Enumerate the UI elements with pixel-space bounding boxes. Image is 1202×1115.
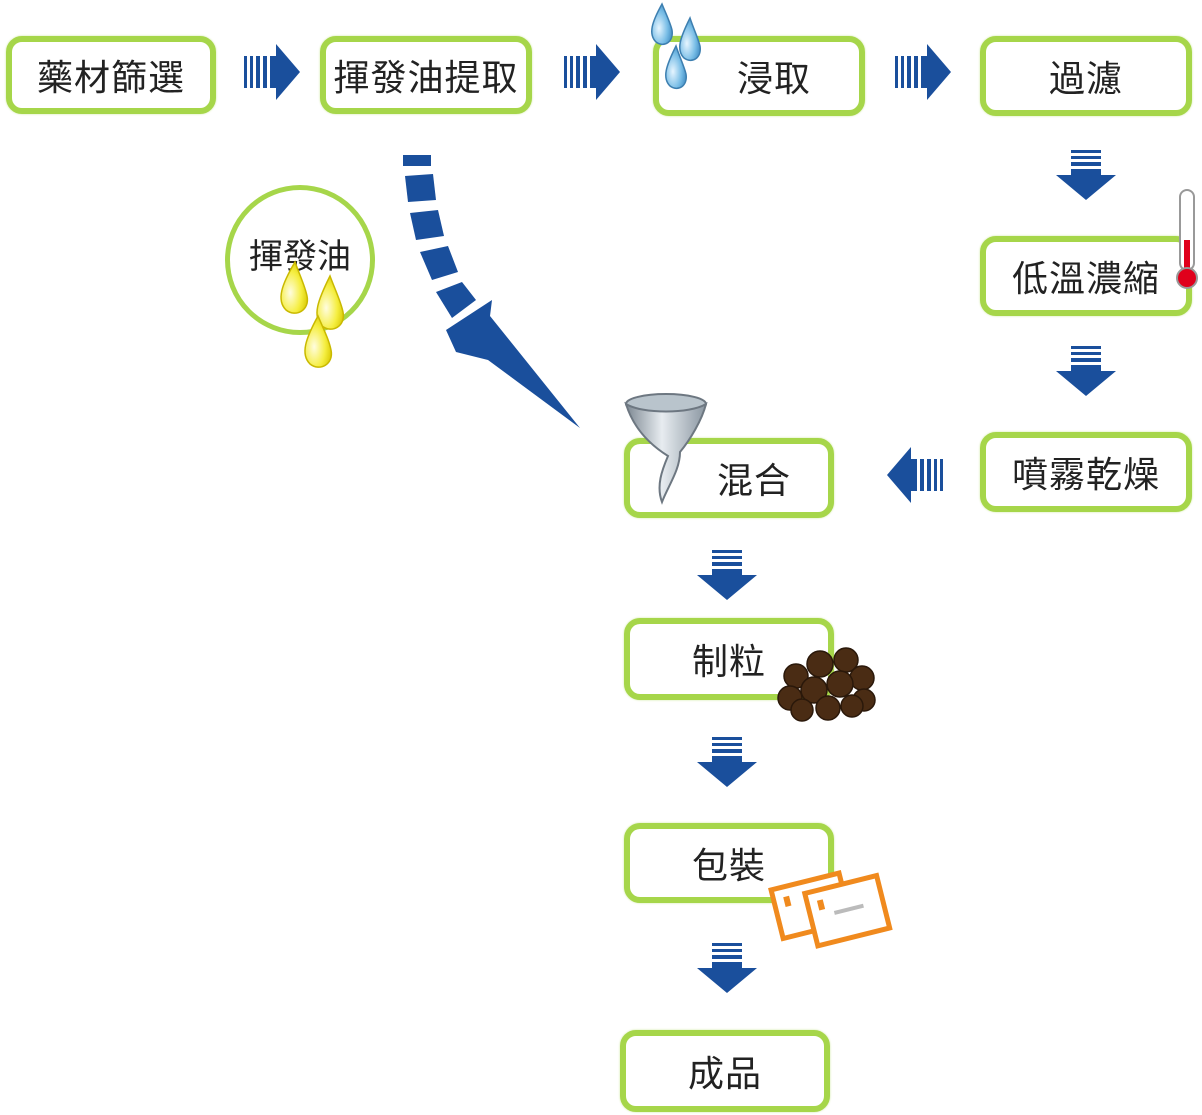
step-mixing: 混合 <box>624 438 834 518</box>
arrow-icon <box>1056 150 1116 200</box>
step-label: 成品 <box>687 1054 762 1095</box>
arrow-icon <box>697 943 757 993</box>
arrow-icon <box>895 44 951 100</box>
arrow-icon <box>1056 346 1116 396</box>
oil-label: 揮發油 <box>249 236 351 277</box>
arrow-icon <box>697 550 757 600</box>
step-label: 過濾 <box>1048 59 1123 100</box>
step-label: 低溫濃縮 <box>1011 259 1160 300</box>
step-spray-drying: 噴霧乾燥 <box>980 432 1192 512</box>
step-filtration: 過濾 <box>980 36 1192 116</box>
step-volatile-oil-extraction: 揮發油提取 <box>320 36 532 114</box>
step-herb-screening: 藥材篩選 <box>6 36 216 114</box>
step-label: 揮發油提取 <box>333 58 519 99</box>
oil-drop-icon <box>280 260 345 368</box>
step-packaging: 包裝 <box>624 823 834 903</box>
curved-arrow-icon <box>403 155 580 428</box>
step-label: 制粒 <box>691 642 766 683</box>
water-drop-icon <box>650 2 701 90</box>
step-label: 藥材篩選 <box>36 58 185 99</box>
arrow-icon <box>244 44 300 100</box>
packets-icon <box>768 870 893 949</box>
step-label: 噴霧乾燥 <box>1011 455 1160 496</box>
arrow-icon <box>564 44 620 100</box>
step-finished-product: 成品 <box>620 1030 830 1112</box>
step-label: 包裝 <box>691 846 766 887</box>
thermometer-icon <box>1176 189 1198 289</box>
arrow-icon <box>887 447 943 503</box>
step-label: 混合 <box>716 461 791 502</box>
arrow-icon <box>697 737 757 787</box>
step-label: 浸取 <box>736 59 811 100</box>
step-low-temp-concentration: 低溫濃縮 <box>980 236 1192 316</box>
tornado-icon <box>624 393 708 505</box>
granules-icon <box>777 647 876 722</box>
